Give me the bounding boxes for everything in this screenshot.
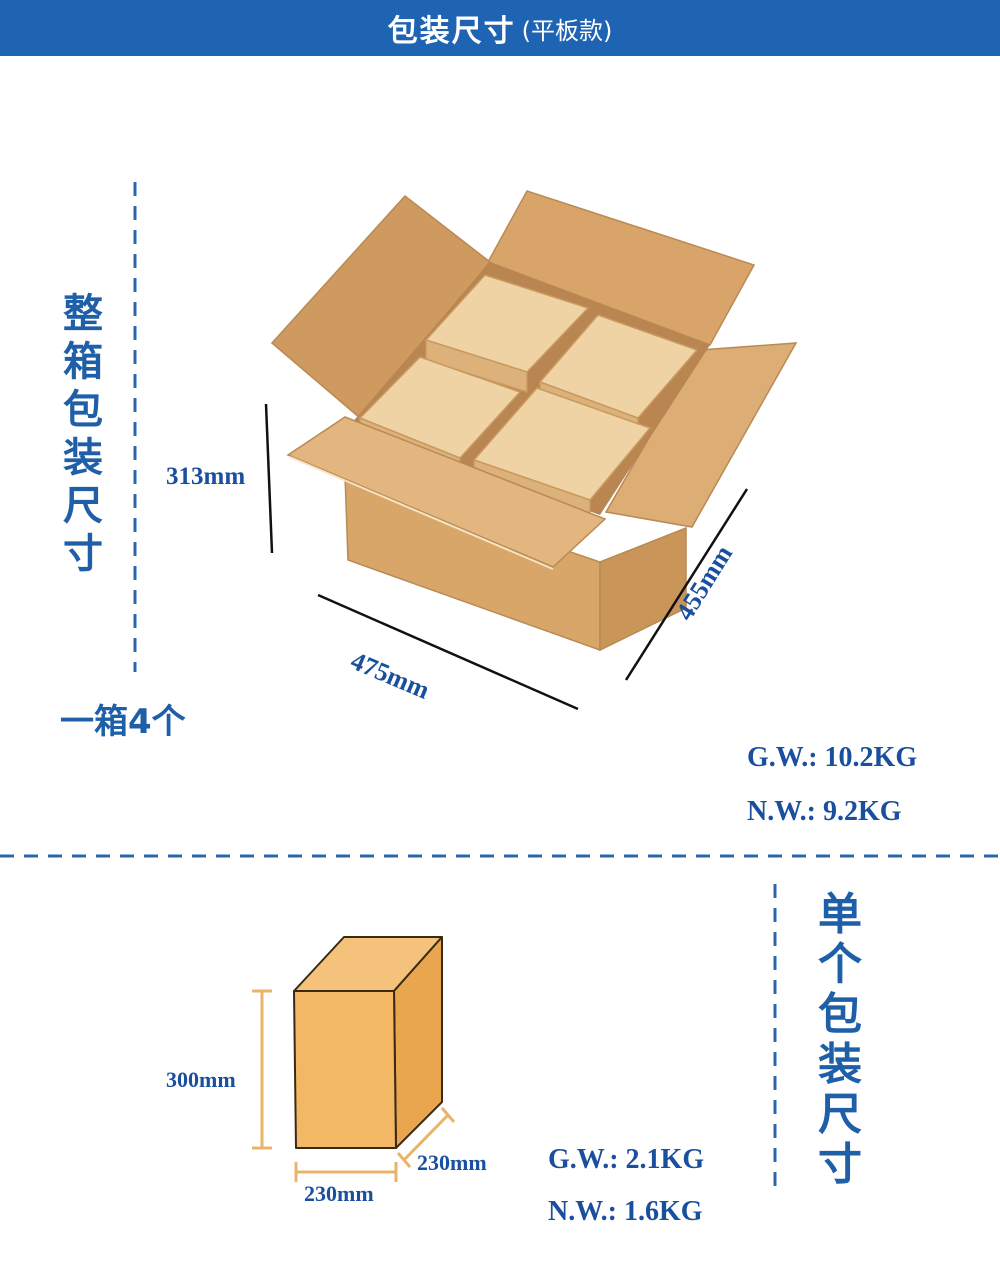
carton-icon: [270, 190, 798, 652]
single-height-label: 300mm: [166, 1067, 236, 1092]
carton-width-line: [624, 488, 749, 681]
page-subtitle: (平板款): [521, 16, 613, 45]
carton-height-label: 313mm: [166, 463, 246, 490]
single-length-label: 230mm: [304, 1181, 374, 1206]
single-width-label: 230mm: [417, 1150, 487, 1175]
single-gross-weight: G.W.: 2.1KG: [548, 1144, 705, 1175]
carton-length-line: [317, 593, 579, 711]
single-dimension-lines: [252, 989, 456, 1182]
carton-height-line: [264, 403, 274, 554]
single-box-icon: [293, 936, 443, 1149]
header-banner: 包装尺寸 (平板款): [0, 0, 1000, 56]
page-title: 包装尺寸: [387, 14, 516, 49]
carton-count-label: 一箱4个: [60, 702, 186, 742]
carton-net-weight: N.W.: 9.2KG: [747, 796, 902, 827]
carton-gross-weight: G.W.: 10.2KG: [747, 742, 918, 773]
single-net-weight: N.W.: 1.6KG: [548, 1196, 703, 1227]
carton-section-label: 整 箱 包 装 尺 寸: [63, 291, 103, 577]
single-section-label: 单 个 包 装 尺 寸: [818, 889, 862, 1190]
